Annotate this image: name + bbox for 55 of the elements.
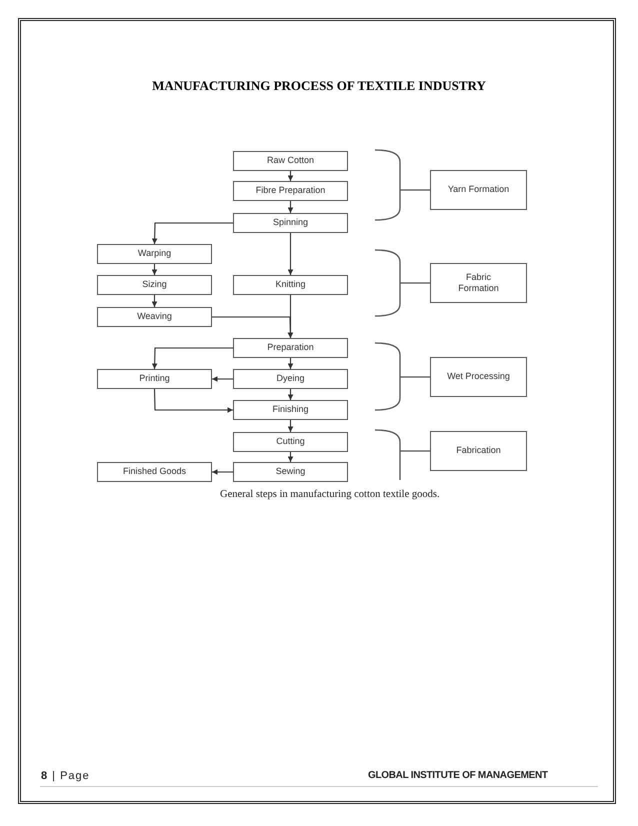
step-label: Sewing	[274, 466, 306, 478]
process-box	[97, 275, 212, 295]
step-label: Knitting	[274, 279, 307, 291]
process-box	[233, 213, 348, 233]
process-box	[233, 432, 348, 452]
footer-text: GLOBAL INSTITUTE OF MANAGEMENT	[368, 770, 548, 781]
process-box	[233, 369, 348, 389]
process-box	[233, 181, 348, 201]
arrow	[212, 469, 233, 475]
step-label: Sizing	[141, 279, 168, 291]
step-label: Finishing	[271, 404, 310, 416]
step-label: Weaving	[136, 311, 173, 323]
process-box	[233, 400, 348, 420]
step-label: Yarn Formation	[446, 184, 510, 196]
process-box	[233, 462, 348, 482]
process-box	[233, 275, 348, 295]
arrow	[212, 376, 233, 382]
arrow	[288, 201, 294, 213]
arrow	[152, 264, 158, 275]
process-box	[97, 307, 212, 327]
category-box	[430, 263, 527, 303]
step-label: Fabrication	[455, 445, 502, 457]
figure-caption: General steps in manufacturing cotton textile goods.	[220, 489, 440, 500]
arrow	[288, 358, 294, 369]
step-label: Fabric Formation	[457, 272, 500, 294]
step-label: Raw Cotton	[266, 155, 316, 167]
step-label: Warping	[136, 248, 172, 260]
arrow	[288, 389, 294, 400]
arrow	[288, 452, 294, 462]
page-number: 8 | Page	[41, 770, 90, 782]
step-label: Printing	[138, 373, 171, 385]
arrow	[154, 388, 233, 413]
category-box	[430, 357, 527, 397]
process-box	[233, 338, 348, 358]
process-box	[233, 151, 348, 171]
arrow	[288, 233, 294, 275]
page-title: MANUFACTURING PROCESS OF TEXTILE INDUSTRY	[151, 78, 487, 94]
step-label: Spinning	[272, 217, 310, 229]
step-label: Cutting	[275, 436, 306, 448]
arrow	[212, 316, 294, 338]
step-label: Fibre Preparation	[254, 185, 326, 197]
process-box	[97, 369, 212, 389]
step-label: Finished Goods	[122, 466, 188, 478]
arrow	[152, 295, 158, 307]
category-box	[430, 431, 527, 471]
step-label: Preparation	[266, 342, 315, 354]
step-label: Dyeing	[275, 373, 306, 385]
category-box	[430, 170, 527, 210]
process-box	[97, 244, 212, 264]
process-box	[97, 462, 212, 482]
arrow	[152, 222, 233, 244]
arrow	[288, 420, 294, 432]
arrow	[152, 347, 233, 370]
arrow	[288, 171, 294, 181]
step-label: Wet Processing	[446, 371, 511, 383]
